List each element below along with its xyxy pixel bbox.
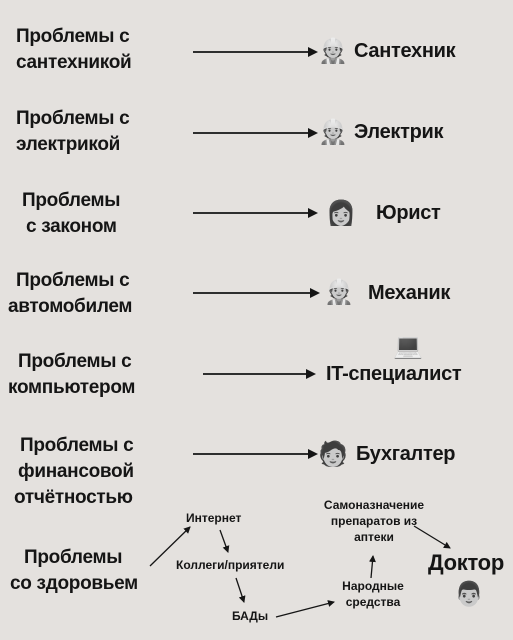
plumber-icon: 👷 (318, 37, 348, 65)
electrician-icon: 👷 (318, 118, 348, 146)
mechanic-icon: 👷 (324, 278, 354, 306)
source-internet: Интернет (186, 511, 242, 525)
problem-electrics: Проблемы с электрикой (16, 108, 130, 155)
arrow-friends-supplements (235, 577, 246, 603)
source-friends: Коллеги/приятели (176, 558, 285, 572)
source-supplements: БАДы (232, 609, 269, 623)
professional-accountant: Бухгалтер (356, 443, 456, 465)
arrow-folk-self (368, 555, 376, 579)
arrow-self-doctor (413, 525, 451, 549)
doctor-icon: 👨 (454, 580, 484, 608)
problem-law: Проблемы с законом (22, 190, 121, 237)
arrow-internet-friends (219, 529, 230, 553)
problem-health: Проблемы со здоровьем (10, 547, 138, 594)
problem-computer: Проблемы с компьютером (8, 351, 136, 398)
professional-electrician: Электрик (354, 121, 444, 143)
professional-mechanic: Механик (368, 282, 451, 304)
source-folk-remedies: Народные средства (342, 579, 404, 609)
arrow-supplements-folk (275, 600, 335, 618)
professional-plumber: Сантехник (354, 40, 456, 62)
computer-icon: 💻 (393, 332, 423, 360)
professional-lawyer: Юрист (376, 202, 441, 224)
problem-finance: Проблемы с финансовой отчётностью (14, 435, 134, 508)
lawyer-icon: 👩 (326, 199, 356, 227)
professional-it: IT-специалист (326, 363, 462, 385)
problem-car: Проблемы с автомобилем (8, 270, 133, 317)
problem-plumbing: Проблемы с сантехникой (16, 26, 132, 73)
source-self-medication: Самоназначение препаратов из аптеки (323, 498, 425, 544)
professional-doctor: Доктор (428, 550, 504, 575)
arrow-health-internet (149, 526, 191, 567)
accountant-icon: 🧑 (318, 440, 348, 468)
